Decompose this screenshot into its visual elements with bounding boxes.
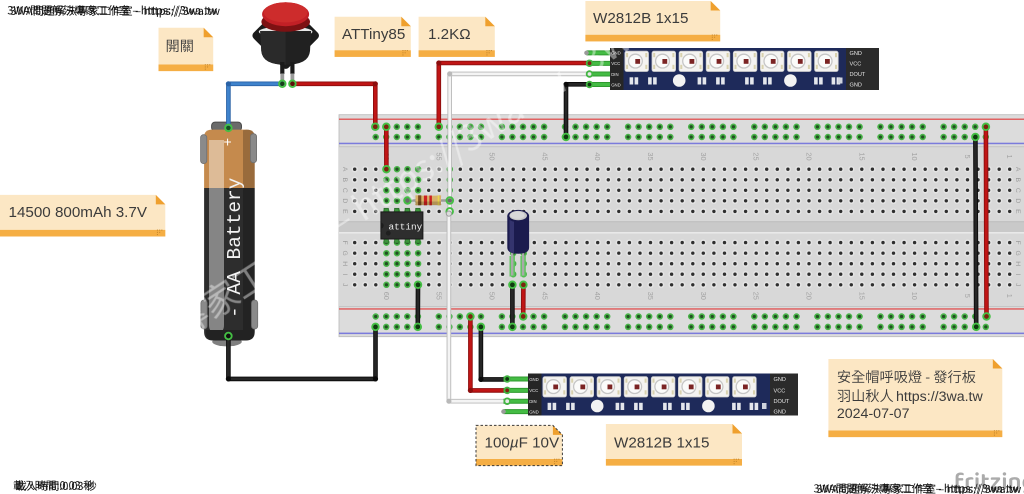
svg-text:A: A (1014, 167, 1021, 172)
svg-text:100µF 10V: 100µF 10V (485, 434, 560, 451)
svg-text:55: 55 (435, 292, 444, 300)
svg-text:50: 50 (488, 292, 497, 300)
svg-text:I: I (341, 273, 348, 275)
svg-text:VCC: VCC (611, 61, 620, 66)
svg-text:35: 35 (646, 152, 655, 160)
svg-text:W2812B 1x15: W2812B 1x15 (614, 434, 709, 451)
svg-text:D: D (1014, 198, 1021, 203)
svg-text:14500 800mAh 3.7V: 14500 800mAh 3.7V (9, 204, 148, 221)
svg-text:20: 20 (804, 292, 813, 300)
svg-text:+: + (223, 136, 231, 152)
svg-text:40: 40 (593, 292, 602, 300)
svg-text:D: D (341, 198, 348, 203)
svg-text:E: E (1014, 209, 1021, 214)
svg-text:20: 20 (804, 152, 813, 160)
svg-text:25: 25 (752, 292, 761, 300)
svg-text:C: C (1014, 188, 1021, 193)
svg-text:G: G (1014, 251, 1021, 256)
svg-text:30: 30 (699, 152, 708, 160)
svg-text:VCC: VCC (774, 388, 786, 394)
svg-text:DOUT: DOUT (774, 399, 790, 405)
svg-text:A: A (341, 167, 348, 172)
svg-text:35: 35 (646, 292, 655, 300)
svg-text:25: 25 (752, 152, 761, 160)
svg-text:50: 50 (488, 152, 497, 160)
svg-text:GND: GND (529, 409, 539, 414)
svg-text:H: H (1014, 261, 1021, 266)
svg-text:45: 45 (540, 292, 549, 300)
svg-text:GND: GND (850, 83, 862, 89)
svg-text:30: 30 (699, 292, 708, 300)
svg-text:J: J (341, 283, 348, 286)
svg-text:ATTiny85: ATTiny85 (342, 26, 405, 43)
svg-text:5: 5 (963, 154, 972, 158)
svg-text:F: F (1014, 241, 1021, 245)
svg-text:GND: GND (774, 377, 786, 383)
svg-text:10: 10 (910, 152, 919, 160)
svg-text:45: 45 (540, 152, 549, 160)
svg-text:GND: GND (850, 51, 862, 57)
svg-text:GND: GND (529, 377, 539, 382)
svg-text:15: 15 (857, 152, 866, 160)
svg-text:60: 60 (382, 292, 391, 300)
svg-text:DOUT: DOUT (850, 72, 866, 78)
svg-text:E: E (341, 209, 348, 214)
svg-text:J: J (1014, 283, 1021, 286)
svg-text:1: 1 (1005, 154, 1014, 158)
svg-text:1.2KΩ: 1.2KΩ (428, 26, 471, 43)
svg-text:2024-07-07: 2024-07-07 (837, 406, 910, 422)
svg-text:- AA Battery: - AA Battery (224, 177, 246, 318)
svg-text:GND: GND (611, 51, 621, 56)
svg-text:W2812B 1x15: W2812B 1x15 (593, 10, 688, 27)
svg-text:C: C (341, 188, 348, 193)
svg-text:G: G (341, 251, 348, 256)
svg-text:15: 15 (857, 292, 866, 300)
svg-text:40: 40 (593, 152, 602, 160)
svg-text:GND: GND (611, 82, 621, 87)
svg-text:DIN: DIN (529, 399, 536, 404)
svg-text:5: 5 (963, 294, 972, 298)
svg-text:VCC: VCC (850, 61, 862, 67)
svg-text:55: 55 (435, 152, 444, 160)
svg-text:10: 10 (910, 292, 919, 300)
svg-text:F: F (341, 241, 348, 245)
svg-text:B: B (341, 177, 348, 182)
svg-text:attiny: attiny (389, 221, 423, 232)
svg-text:B: B (1014, 177, 1021, 182)
svg-text:I: I (1014, 273, 1021, 275)
svg-text:VCC: VCC (529, 388, 538, 393)
svg-text:DIN: DIN (611, 72, 618, 77)
svg-text:1: 1 (1005, 294, 1014, 298)
svg-text:GND: GND (774, 410, 786, 416)
svg-text:H: H (341, 261, 348, 266)
svg-text:https://3wa.tw: https://3wa.tw (896, 389, 983, 405)
